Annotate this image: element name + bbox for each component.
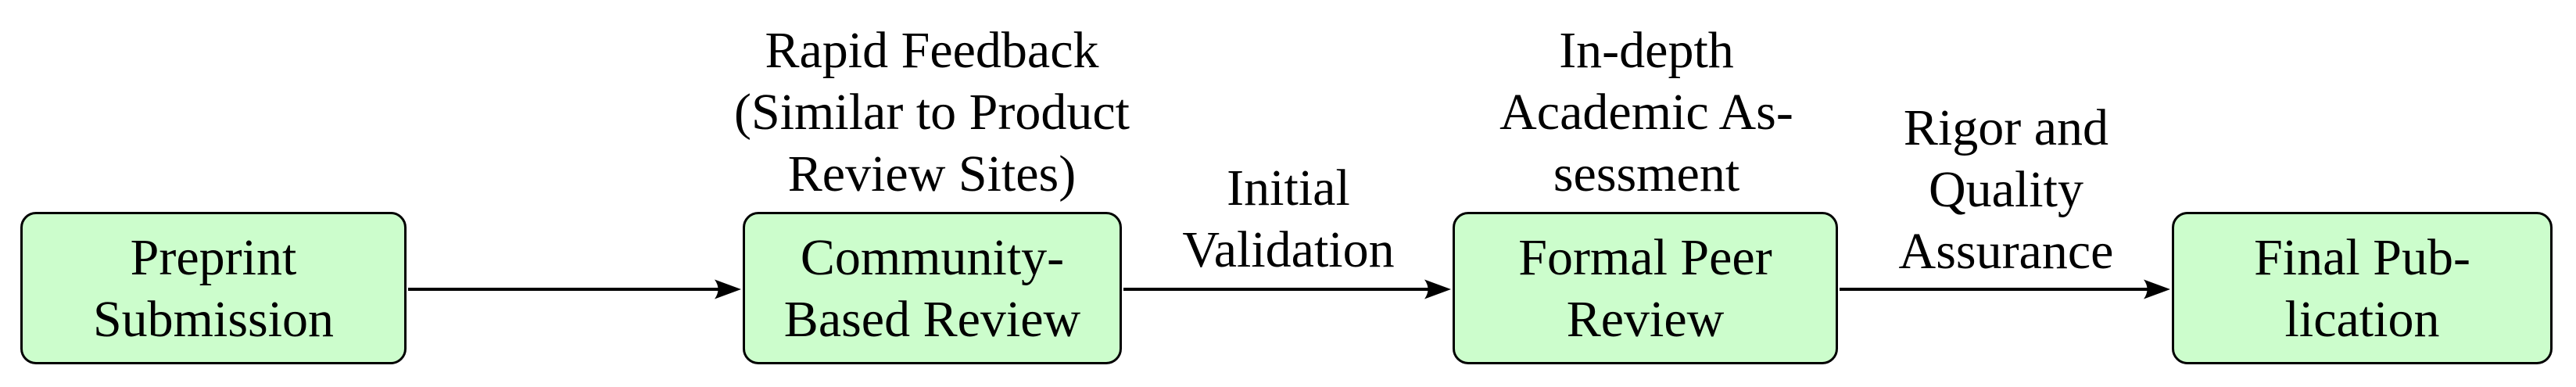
annotation-rigor-quality-assurance: Rigor and Quality Assurance: [1898, 99, 2114, 280]
arrow-preprint-to-community: [408, 279, 741, 299]
annotation-rapid-feedback: Rapid Feedback (Similar to Product Revie…: [734, 22, 1130, 202]
node-formal-peer-review: Formal Peer Review: [1453, 212, 1838, 364]
node-label: Final Pub- lication: [2254, 228, 2470, 348]
node-final-publication: Final Pub- lication: [2172, 212, 2553, 364]
node-community-based-review: Community- Based Review: [743, 212, 1122, 364]
node-preprint-submission: Preprint Submission: [20, 212, 407, 364]
arrow-formal-to-final: [1840, 279, 2170, 299]
annotation-indepth-academic-assessment: In-depth Academic As- sessment: [1499, 22, 1793, 202]
node-label: Formal Peer Review: [1518, 228, 1772, 348]
node-label: Preprint Submission: [92, 228, 335, 348]
arrow-community-to-formal: [1123, 279, 1451, 299]
annotation-initial-validation: Initial Validation: [1182, 159, 1395, 278]
node-label: Community- Based Review: [783, 228, 1081, 348]
